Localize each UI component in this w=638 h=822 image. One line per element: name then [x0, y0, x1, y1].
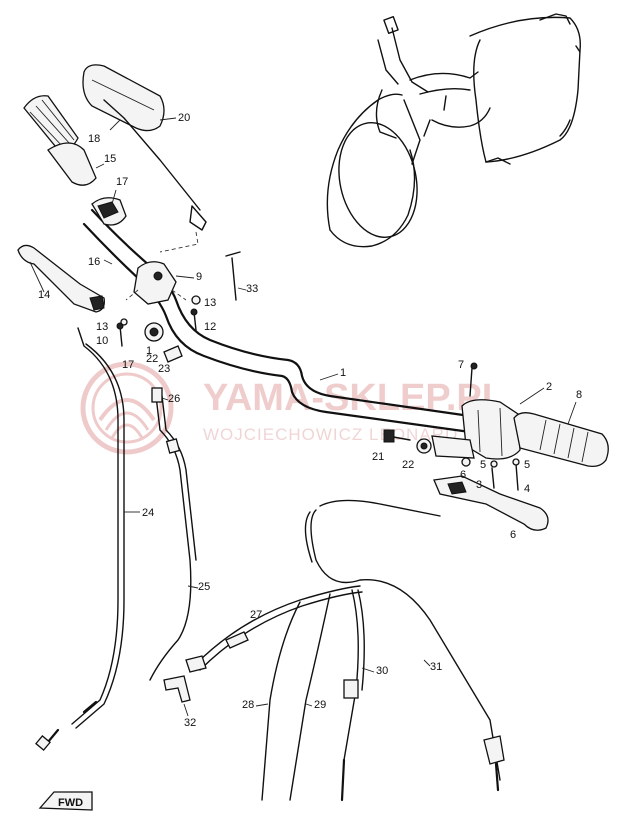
- right-grip: [513, 412, 609, 468]
- callout-12: 12: [204, 321, 216, 333]
- left-switch: [91, 197, 127, 226]
- mirror: [82, 64, 207, 253]
- callout-11: 10: [96, 335, 108, 347]
- callout-23: 23: [158, 363, 170, 375]
- small-bolts: [116, 295, 201, 347]
- callout-28: 28: [242, 699, 254, 711]
- callout-16: 17: [122, 359, 134, 371]
- callout-20: 20: [178, 112, 190, 124]
- motorcycle-overview: [326, 13, 581, 248]
- callout-14: 14: [38, 289, 50, 301]
- right-switch-housing: [431, 399, 521, 460]
- left-grip: [23, 95, 97, 186]
- callout-9: 8: [576, 389, 582, 401]
- callout-3: 3: [476, 479, 482, 491]
- callout-1a: 1: [146, 345, 152, 357]
- callout-32: 32: [184, 717, 196, 729]
- callout-30: 30: [376, 665, 388, 677]
- callout-26: 26: [168, 393, 180, 405]
- lever-holder: [125, 261, 187, 363]
- cable-bracket-32: [163, 675, 191, 703]
- callout-19: 18: [88, 133, 100, 145]
- callout-8: 6: [460, 469, 466, 481]
- callout-31: 31: [430, 661, 442, 673]
- callout-27: 27: [250, 609, 262, 621]
- callout-21: 21: [372, 451, 384, 463]
- brake-lever: [433, 475, 549, 531]
- callout-33: 33: [246, 283, 258, 295]
- callout-15: 16: [88, 256, 100, 268]
- callout-18: 17: [116, 176, 128, 188]
- callout-29: 29: [314, 699, 326, 711]
- callout-17: 15: [104, 153, 116, 165]
- fwd-arrow-icon: FWD: [38, 791, 93, 811]
- watermark-logo: [80, 361, 174, 455]
- callout-10: 9: [196, 271, 202, 283]
- callout-24: 24: [142, 507, 154, 519]
- callout-6: 6: [510, 529, 516, 541]
- watermark-brand: YAMA-SKLEP.PL: [203, 377, 505, 419]
- callouts: 18 15 17 20 16 9 33 14 13 12 13 10 1 22 …: [29, 112, 582, 729]
- bolt-33: [225, 251, 241, 301]
- callout-5b: 5: [524, 459, 530, 471]
- callout-4: 4: [524, 483, 530, 495]
- callout-7: 7: [458, 359, 464, 371]
- callout-13b: 13: [96, 321, 108, 333]
- callout-13a: 13: [204, 297, 216, 309]
- fwd-label: FWD: [58, 797, 83, 809]
- callout-25: 25: [198, 581, 210, 593]
- throttle-cable-31: [304, 499, 505, 792]
- callout-22: 22: [402, 459, 414, 471]
- callout-22a: 22: [146, 353, 158, 365]
- right-small-parts: [383, 362, 520, 491]
- callout-5a: 5: [480, 459, 486, 471]
- callout-2: 2: [546, 381, 552, 393]
- cable-25: [149, 387, 197, 681]
- clutch-lever: [17, 244, 105, 313]
- cables-28-29-30: [261, 589, 365, 802]
- callout-1: 1: [340, 367, 346, 379]
- clutch-cable-24: [35, 327, 125, 751]
- cable-27: [185, 585, 363, 673]
